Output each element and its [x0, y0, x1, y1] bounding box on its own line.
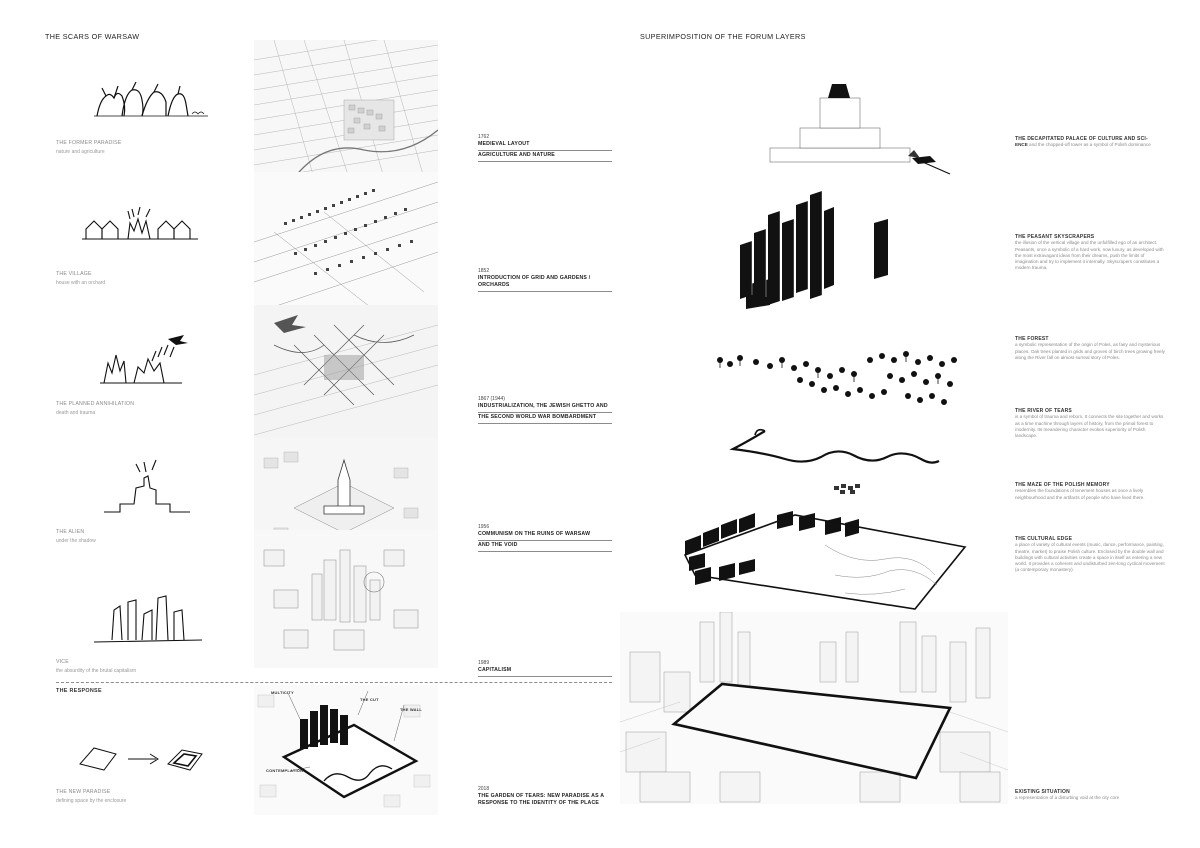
row-caption-response: THE NEW PARADISE defining space by the e…	[56, 788, 236, 806]
row-caption-4: THE ALIEN under the shadow	[56, 528, 236, 546]
layer-note-river: THE RIVER OF TEARS is a symbol of trauma…	[1015, 408, 1165, 439]
layer-desc: resembles the foundations of tenement ho…	[1015, 488, 1145, 500]
timeline-label: RESPONSE TO THE IDENTITY OF THE PLACE	[478, 800, 600, 806]
timeline-label: AND THE VOID	[478, 540, 612, 549]
row-caption-1: THE FORMER PARADISE nature and agricultu…	[56, 139, 236, 157]
label-the-cut: THE CUT	[360, 697, 379, 702]
layer-title: THE FOREST	[1015, 336, 1049, 342]
left-heading: THE SCARS OF WARSAW	[45, 32, 140, 41]
cultural-edge-layer-graphic	[683, 511, 967, 610]
layer-title: THE PEASANT SKYSCRAPERS	[1015, 234, 1095, 240]
map-tile-1852	[254, 172, 438, 310]
existing-situation-graphic	[620, 612, 1008, 804]
layer-note-skyscrapers: THE PEASANT SKYSCRAPERS the illusion of …	[1015, 234, 1165, 272]
vice-sketch	[93, 595, 203, 643]
row-subtitle: under the shadow	[56, 538, 96, 544]
row-title: THE FORMER PARADISE	[56, 140, 122, 146]
row-title: THE ALIEN	[56, 529, 85, 535]
row-subtitle: defining space by the enclosure	[56, 798, 127, 804]
right-heading: SUPERIMPOSITION OF THE FORUM LAYERS	[640, 32, 806, 41]
row-subtitle: house with an orchard	[56, 280, 106, 286]
row-subtitle: death and trauma	[56, 410, 96, 416]
map-tile-1989	[254, 530, 438, 668]
alien-sketch	[104, 459, 190, 513]
layer-desc: a symbolic representation of the origin …	[1015, 342, 1165, 360]
layer-desc: a representation of a disturbing void at…	[1015, 795, 1120, 801]
layer-title: THE RIVER OF TEARS	[1015, 408, 1072, 414]
timeline-year: 1852	[478, 268, 490, 274]
layer-note-cultural-edge: THE CULTURAL EDGE a place of variety of …	[1015, 536, 1165, 574]
river-layer-graphic	[729, 428, 940, 464]
row-caption-3: THE PLANNED ANNIHILATION death and traum…	[56, 400, 236, 418]
layer-note-maze: THE MAZE OF THE POLISH MEMORY resembles …	[1015, 482, 1165, 501]
row-title: VICE	[56, 659, 69, 665]
row-title: THE NEW PARADISE	[56, 789, 111, 795]
layer-desc: and the chopped-off tower as a symbol of…	[1029, 142, 1151, 148]
map-tile-1762	[254, 40, 438, 178]
timeline-year: 1762	[478, 134, 490, 140]
label-contemplation: CONTEMPLATION	[266, 768, 304, 773]
timeline-label: AGRICULTURE AND NATURE	[478, 150, 612, 159]
row-title: THE PLANNED ANNIHILATION	[56, 401, 135, 407]
forest-layer-graphic	[717, 351, 957, 405]
former-paradise-sketch	[94, 81, 208, 117]
layer-desc: is a symbol of trauma and reborn. It con…	[1015, 414, 1164, 439]
new-paradise-sketch	[79, 747, 203, 771]
timeline-year: 1989	[478, 660, 490, 666]
timeline-year: 2018	[478, 786, 490, 792]
annihilation-sketch	[100, 335, 188, 384]
timeline-label: THE SECOND WORLD WAR BOMBARDMENT	[478, 412, 612, 421]
response-heading: THE RESPONSE	[56, 688, 102, 694]
timeline-year: 1867 (1944)	[478, 396, 505, 402]
layer-title: EXISTING SITUATION	[1015, 789, 1070, 795]
row-caption-2: THE VILLAGE house with an orchard	[56, 270, 236, 288]
row-caption-5: VICE the absurdity of the brutal capital…	[56, 658, 236, 676]
skyscrapers-layer-graphic	[740, 191, 888, 309]
timeline-1852: 1852 INTRODUCTION OF GRID AND GARDENS / …	[478, 268, 612, 292]
map-tile-1867	[254, 305, 438, 443]
row-title: THE VILLAGE	[56, 271, 92, 277]
row-subtitle: the absurdity of the brutal capitalism	[56, 668, 137, 674]
timeline-label: CAPITALISM	[478, 667, 512, 673]
layer-note-forest: THE FOREST a symbolic representation of …	[1015, 336, 1165, 361]
layer-title: THE CULTURAL EDGE	[1015, 536, 1073, 542]
layer-note-palace: THE DECAPITATED PALACE OF CULTURE AND SC…	[1015, 136, 1165, 149]
palace-layer-graphic	[769, 84, 951, 175]
timeline-1956: 1956 COMMUNISM ON THE RUINS OF WARSAW AN…	[478, 524, 612, 552]
layer-note-existing: EXISTING SITUATION a representation of a…	[1015, 789, 1165, 802]
response-divider	[56, 682, 612, 683]
timeline-1989: 1989 CAPITALISM	[478, 660, 612, 677]
layer-desc: the illusion of the vertical village and…	[1015, 240, 1164, 271]
response-diagram	[254, 685, 438, 815]
timeline-label: THE GARDEN OF TEARS: NEW PARADISE AS A	[478, 793, 605, 799]
maze-layer-graphic	[834, 484, 860, 494]
label-the-wall: THE WALL	[400, 707, 423, 712]
village-sketch	[82, 206, 198, 240]
timeline-label: MEDIEVAL LAYOUT	[478, 141, 530, 147]
layer-title: THE MAZE OF THE POLISH MEMORY	[1015, 482, 1110, 488]
timeline-label: INTRODUCTION OF GRID AND GARDENS / ORCHA…	[478, 275, 591, 288]
timeline-1867: 1867 (1944) INDUSTRIALIZATION, THE JEWIS…	[478, 396, 612, 424]
timeline-label: INDUSTRIALIZATION, THE JEWISH GHETTO AND	[478, 403, 608, 409]
timeline-1762: 1762 MEDIEVAL LAYOUT AGRICULTURE AND NAT…	[478, 134, 612, 162]
timeline-year: 1956	[478, 524, 490, 530]
row-subtitle: nature and agriculture	[56, 149, 105, 155]
label-multicity: MULTICITY	[271, 690, 294, 695]
timeline-label: COMMUNISM ON THE RUINS OF WARSAW	[478, 531, 591, 537]
timeline-2018: 2018 THE GARDEN OF TEARS: NEW PARADISE A…	[478, 786, 612, 809]
layer-desc: a place of variety of cultural events (m…	[1015, 542, 1165, 573]
layer-title-cont: ENCE	[1015, 142, 1028, 148]
layer-title: THE DECAPITATED PALACE OF CULTURE AND SC…	[1015, 136, 1148, 142]
